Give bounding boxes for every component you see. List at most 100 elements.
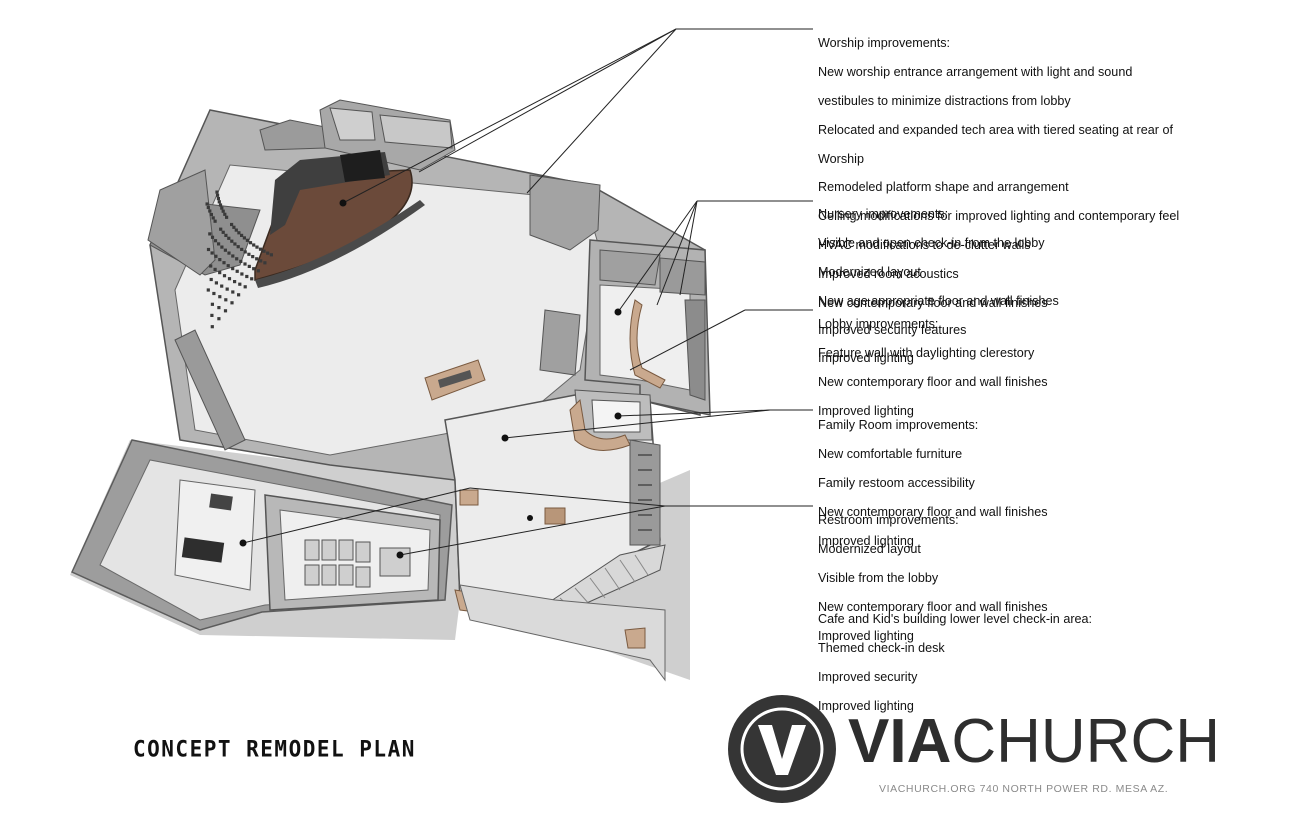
seat: [236, 245, 240, 249]
seat: [263, 261, 267, 265]
note-line: HVAC modifications to de-clutter walls: [818, 238, 1031, 253]
seat: [221, 209, 225, 213]
seat: [206, 247, 211, 252]
seat: [210, 235, 215, 239]
seat: [240, 272, 244, 276]
seat: [208, 232, 212, 236]
seat: [212, 291, 216, 296]
seat: [227, 236, 231, 240]
seat: [215, 190, 219, 194]
viachurch-logo: VIACHURCH VIACHURCH.ORG 740 NORTH POWER …: [728, 695, 1220, 805]
seat: [206, 205, 210, 210]
seat: [247, 252, 251, 256]
seat: [209, 264, 213, 268]
logo-v-mark-icon: [740, 707, 824, 791]
seat: [217, 242, 221, 246]
seat: [227, 251, 231, 255]
seat: [237, 231, 241, 235]
note-heading: Lobby improvements:: [818, 317, 939, 332]
note-line: New comfortable furniture: [818, 447, 963, 462]
note-heading: Cafe and Kid's building lower level chec…: [818, 612, 1093, 627]
seat: [235, 269, 239, 273]
seat: [222, 274, 227, 278]
seat: [220, 284, 224, 288]
seat: [266, 251, 270, 255]
seat: [227, 277, 232, 281]
note-line: Improved lighting: [818, 628, 914, 643]
seat: [245, 238, 249, 242]
note-line: New contemporary floor and wall finishes: [818, 375, 1048, 390]
note-cafe-checkin: Cafe and Kid's building lower level chec…: [818, 598, 1092, 728]
seat: [213, 219, 217, 223]
seat: [210, 302, 214, 306]
seat: [262, 249, 266, 253]
seat: [240, 233, 244, 237]
seat: [231, 290, 235, 294]
seat: [232, 225, 236, 229]
seat: [226, 264, 230, 268]
seat: [209, 212, 213, 217]
seat: [235, 257, 239, 261]
seat: [220, 206, 224, 210]
seat: [211, 216, 215, 220]
note-line: Ceiling modifications for improved light…: [818, 209, 1180, 224]
seat: [252, 267, 256, 271]
seat: [219, 227, 223, 231]
seat: [240, 247, 244, 251]
seat: [224, 233, 228, 237]
note-line: Remodeled platform shape and arrangement: [818, 180, 1069, 195]
seat: [247, 264, 251, 268]
seat: [230, 239, 234, 243]
note-line: Visible from the lobby: [818, 571, 939, 586]
note-heading: Worship improvements:: [818, 36, 951, 51]
note-line: Improved security: [818, 670, 918, 685]
note-heading: Family Room improvements:: [818, 418, 979, 433]
logo-address: VIACHURCH.ORG 740 NORTH POWER RD. MESA A…: [879, 783, 1169, 795]
note-line: New worship entrance arrangement with li…: [818, 65, 1133, 80]
seat: [221, 230, 225, 234]
seat: [213, 239, 218, 243]
note-line: Relocated and expanded tech area with ti…: [818, 122, 1173, 137]
seat: [210, 313, 214, 317]
seat: [234, 228, 238, 232]
note-line: Improved security features: [818, 322, 967, 337]
seat: [237, 293, 241, 297]
seat: [220, 245, 224, 249]
seat: [243, 262, 247, 266]
seat: [209, 277, 213, 282]
seat: [218, 258, 222, 262]
note-restroom: Restroom improvements: Modernized layout…: [818, 499, 1048, 657]
seat: [259, 259, 263, 263]
seat: [216, 197, 220, 201]
note-line: Themed check-in desk: [818, 641, 945, 656]
seat: [230, 301, 234, 305]
note-lobby: Lobby improvements: Feature wall with da…: [818, 303, 1048, 433]
seat: [239, 259, 243, 263]
seat: [255, 245, 259, 249]
note-line: Visible and open check-in from the lobby: [818, 236, 1045, 251]
seat: [248, 241, 253, 245]
seat: [252, 243, 256, 247]
note-line: Improved room acoustics: [818, 266, 959, 281]
seat: [238, 282, 242, 286]
note-line: New contemporary floor and wall finishes: [818, 295, 1048, 310]
seat: [217, 200, 221, 204]
note-line: Modernized layout: [818, 542, 921, 557]
seat: [251, 255, 255, 259]
note-nursery: Nursery improvements: Visible and open c…: [818, 193, 1059, 380]
seat: [231, 267, 235, 271]
seat: [214, 254, 218, 258]
note-worship: Worship improvements: New worship entran…: [818, 22, 1179, 325]
note-line: Improved lighting: [818, 403, 914, 418]
seat: [218, 203, 223, 207]
note-line: Improved lighting: [818, 351, 914, 366]
note-line: Family restoom accessibility: [818, 476, 975, 491]
seat: [255, 257, 259, 261]
note-line: Modernized layout: [818, 265, 921, 280]
seat: [233, 280, 237, 284]
seat: [218, 295, 222, 299]
seat: [216, 193, 220, 197]
plan-title: CONCEPT REMODEL PLAN: [133, 736, 416, 762]
seat: [217, 306, 221, 310]
